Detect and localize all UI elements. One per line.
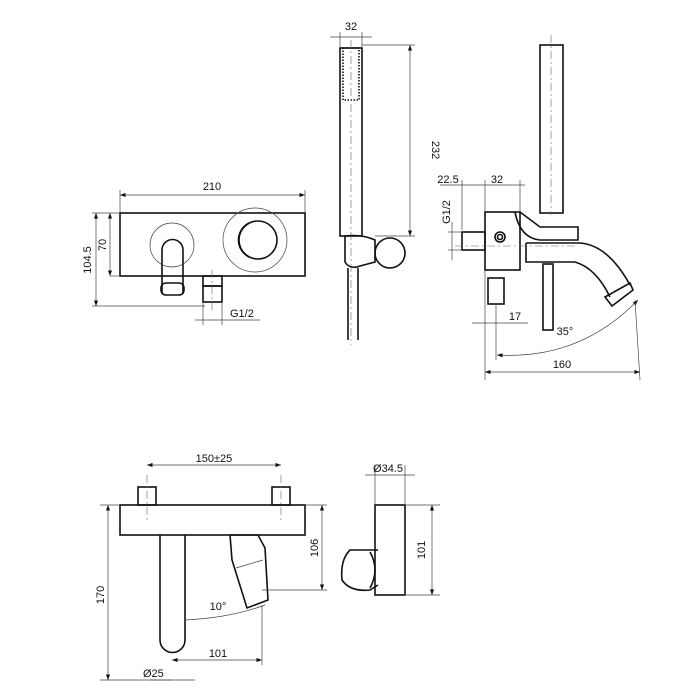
holder-view (340, 465, 440, 596)
bottom-view (100, 462, 327, 681)
side-outlet-offset-label: 17 (509, 311, 521, 323)
shower-height-label: 232 (429, 141, 441, 159)
hand-shower-view (330, 32, 415, 345)
side-projection-label: 160 (553, 359, 571, 371)
front-total-height-label: 104.5 (82, 246, 94, 274)
side-inlet-offset-label: 22.5 (437, 174, 458, 186)
holder-diameter-label: Ø34.5 (373, 463, 403, 475)
bottom-drop-label: 106 (309, 539, 321, 557)
side-view (440, 35, 641, 381)
shower-width-label: 32 (345, 21, 357, 33)
side-inlet-thread-label: G1/2 (441, 200, 453, 224)
side-angle-label: 35° (557, 326, 574, 338)
holder-height-label: 101 (416, 541, 428, 559)
front-body-height-label: 70 (97, 239, 109, 251)
front-view (92, 190, 306, 325)
front-width-label: 210 (203, 181, 221, 193)
bottom-centers-label: 150±25 (196, 453, 233, 465)
bottom-reach-label: 101 (209, 648, 227, 660)
bottom-height-label: 170 (95, 586, 107, 604)
bottom-angle-label: 10° (210, 601, 227, 613)
side-body-depth-label: 32 (491, 174, 503, 186)
front-inlet-thread-label: G1/2 (230, 308, 254, 320)
bottom-diameter-label: Ø25 (143, 668, 164, 680)
